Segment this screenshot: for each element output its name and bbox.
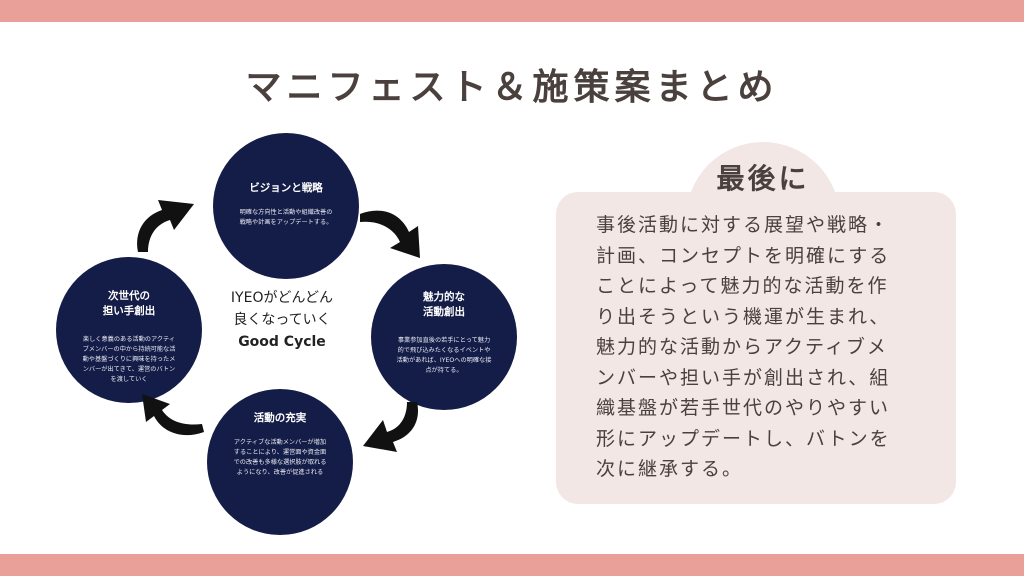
cycle-node-next-generation: 次世代の 担い手創出 楽しく意義のある活動のアクティ ブメンバーの中から持続可能… [56,257,202,403]
cycle-center-label: IYEOがどんどん 良くなっていく Good Cycle [230,290,334,350]
node-description: アクティブな活動メンバーが増加 することにより、運営面や資金面 での改善も多様な… [233,439,327,476]
node-description: 明確な方向性と活動や組織改善の 戦略や計画をアップデートする。 [239,209,333,226]
curved-arrow-icon [363,402,418,452]
node-title: 活動の充実 [253,412,307,424]
curved-arrow-icon [142,394,204,436]
curved-arrow-icon [360,210,420,258]
cycle-node-vision-strategy: ビジョンと戦略 明確な方向性と活動や組織改善の 戦略や計画をアップデートする。 [213,133,359,279]
bottom-accent-band [0,554,1024,576]
summary-text: 事後活動に対する展望や戦略・ 計画、コンセプトを明確にする ことによって魅力的な… [596,214,891,480]
summary-panel [556,192,956,504]
cycle-node-activity-enrichment: 活動の充実 アクティブな活動メンバーが増加 することにより、運営面や資金面 での… [207,389,353,535]
cycle-node-attractive-activities: 魅力的な 活動創出 事業参加直後の若手にとって魅力 的で飛び込みたくなるイベント… [371,264,517,410]
node-description: 事業参加直後の若手にとって魅力 的で飛び込みたくなるイベントや 活動があれば、I… [396,337,492,374]
page-title: マニフェスト＆施策案まとめ [245,67,779,108]
curved-arrow-icon [137,200,194,252]
node-title: ビジョンと戦略 [249,182,323,194]
summary-heading: 最後に [716,162,810,195]
node-description: 楽しく意義のある活動のアクティ ブメンバーの中から持続可能な活 動や基盤づくりに… [82,336,176,383]
node-title: 次世代の 担い手創出 [102,290,156,317]
top-accent-band [0,0,1024,22]
node-title: 魅力的な 活動創出 [423,291,465,318]
